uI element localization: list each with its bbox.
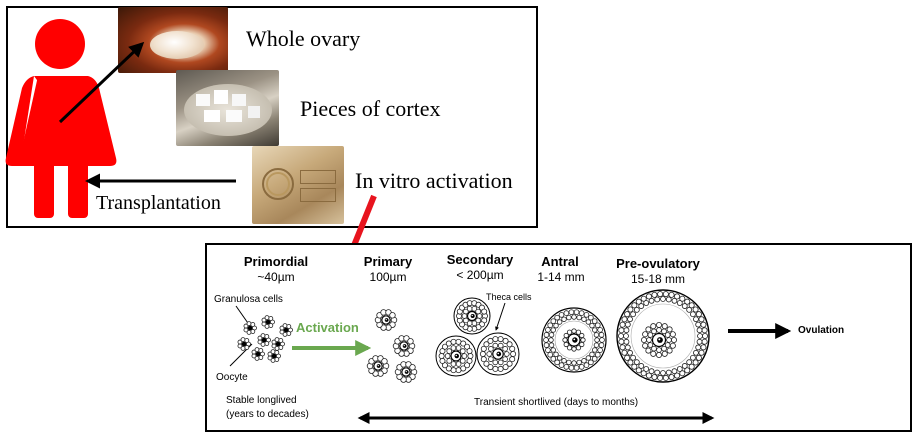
stage-size-primary: 100µm [369,270,407,284]
theca-cells-label: Theca cells [486,292,532,302]
stage-size-preovulatory: 15-18 mm [630,272,686,286]
transient-label: Transient shortlived (days to months) [474,397,639,408]
stage-size-antral: 1-14 mm [537,270,585,284]
culture-plate-photo [252,146,344,224]
stable-label-line1: Stable longlived [226,395,297,406]
ovary-photo [118,7,228,73]
stage-name-preovulatory: Pre-ovulatory [616,256,700,271]
stage-name-primordial: Primordial [243,254,309,269]
stable-label-line2: (years to decades) [226,409,309,420]
step-in-vitro-activation: In vitro activation [355,168,513,193]
ovulation-label: Ovulation [798,325,845,336]
cortex-pieces-photo [176,70,279,146]
step-whole-ovary: Whole ovary [246,26,361,51]
stage-size-primordial: ~40µm [257,270,295,284]
step-pieces-of-cortex: Pieces of cortex [300,96,441,121]
stage-name-antral: Antral [541,254,579,269]
activation-label: Activation [296,320,359,335]
stage-size-secondary: < 200µm [456,268,504,282]
transplantation-label: Transplantation [96,192,221,214]
stage-name-primary: Primary [363,254,413,269]
oocyte-label: Oocyte [216,372,248,383]
stage-name-secondary: Secondary [446,252,514,267]
granulosa-cells-label: Granulosa cells [214,294,283,305]
